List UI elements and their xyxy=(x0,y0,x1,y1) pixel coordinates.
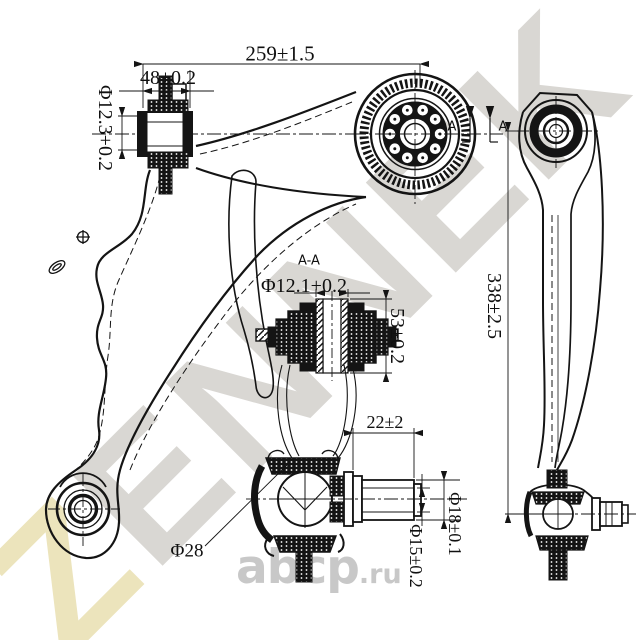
front-lower-eye xyxy=(48,472,120,546)
site-watermark-tld: .ru xyxy=(358,559,402,590)
section-aa xyxy=(255,289,399,383)
front-bushing xyxy=(137,75,193,195)
rear-bushing xyxy=(352,70,503,204)
front-dimensions xyxy=(118,60,430,160)
section-cut-markers xyxy=(462,105,498,143)
side-view xyxy=(504,91,636,581)
front-view xyxy=(44,60,503,560)
ball-joint-detail xyxy=(204,364,468,583)
